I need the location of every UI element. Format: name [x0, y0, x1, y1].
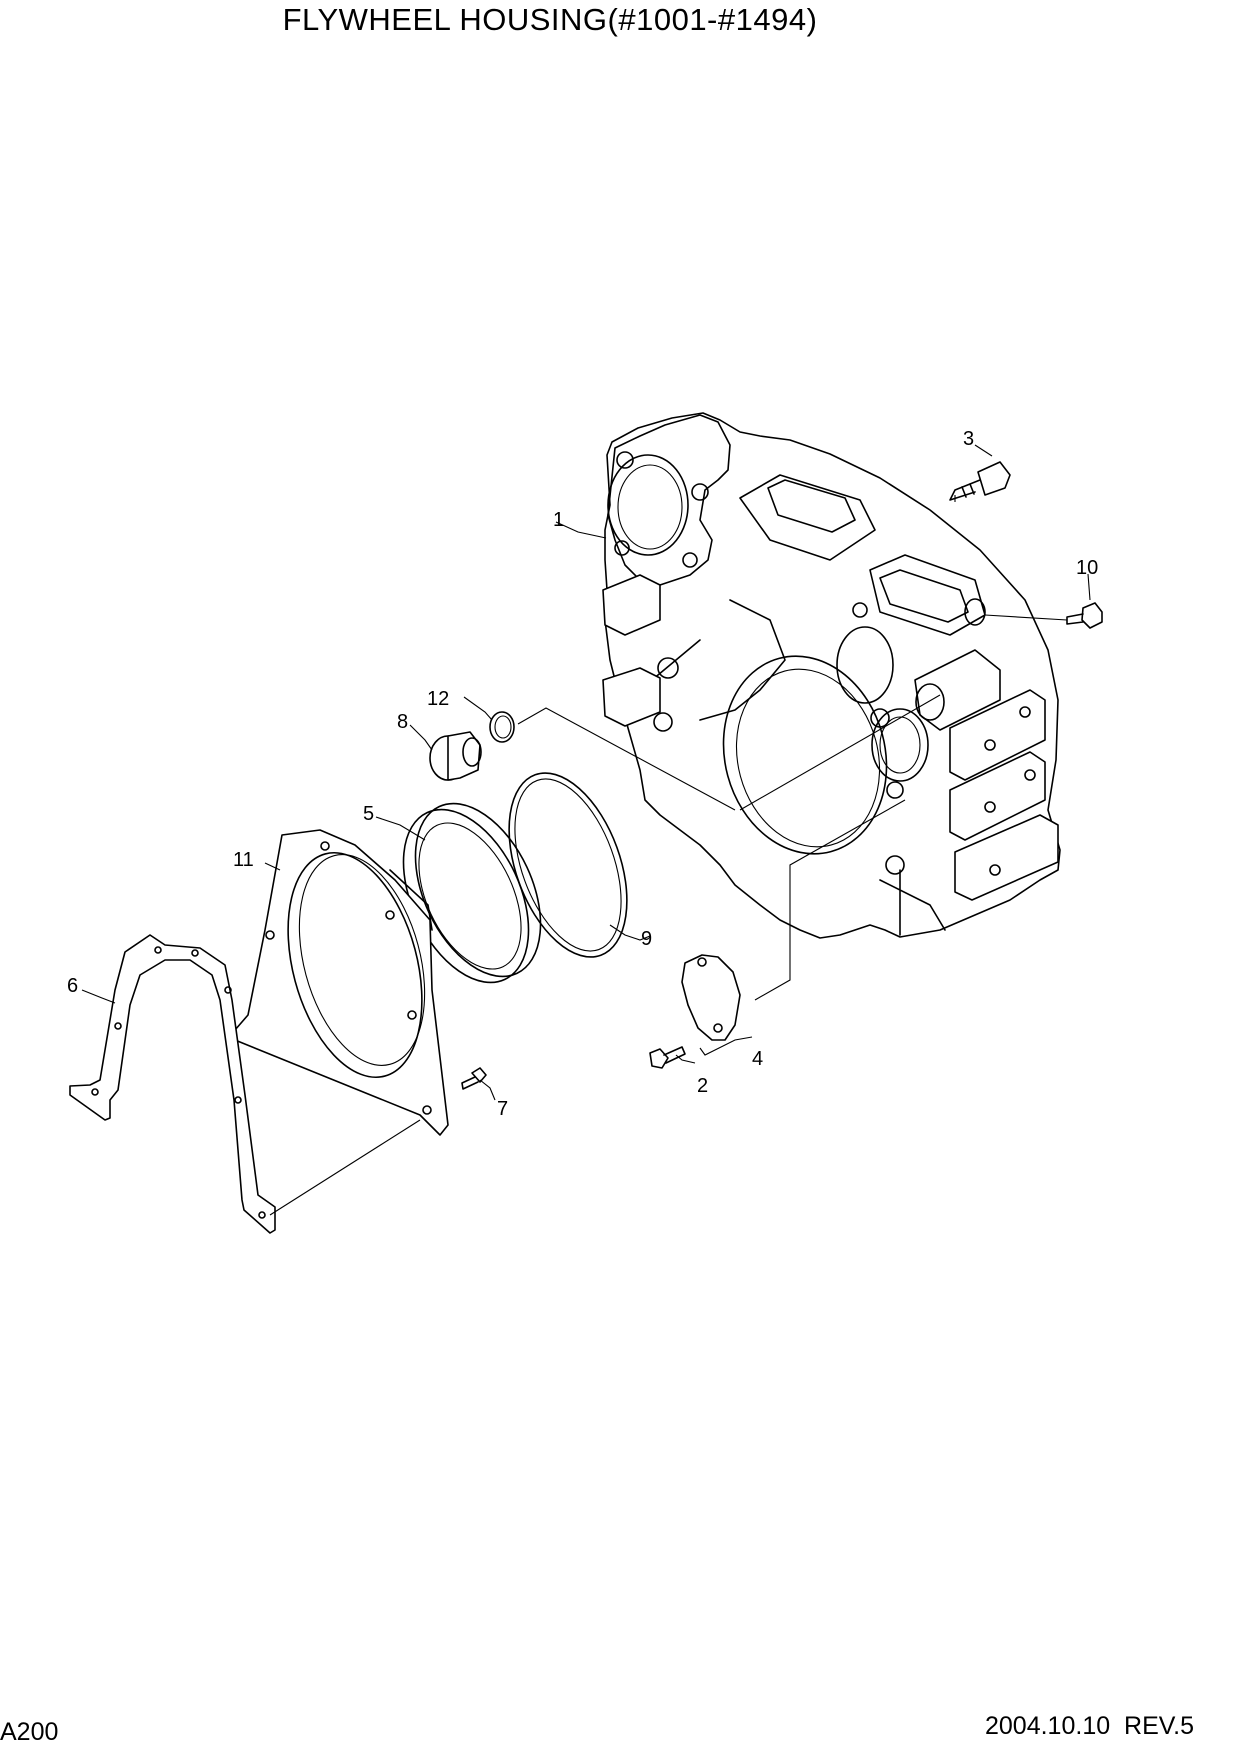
callout-2: 2	[697, 1075, 708, 1097]
flywheel-housing-part[interactable]	[602, 412, 1061, 939]
callout-10: 10	[1076, 557, 1098, 579]
cover-plate-part-4[interactable]	[681, 954, 741, 1041]
plug-cap-part-8[interactable]	[429, 731, 482, 781]
callout-1: 1	[553, 509, 564, 531]
gasket-part-6[interactable]	[69, 934, 276, 1234]
screw-part-7[interactable]	[461, 1067, 487, 1090]
o-ring-part-12[interactable]	[489, 711, 515, 743]
callout-9: 9	[641, 928, 652, 950]
seal-housing-part-11[interactable]	[234, 829, 449, 1136]
revision-stamp: 2004.10.10 REV.5	[985, 1712, 1194, 1740]
bolt-part-2[interactable]	[649, 1046, 686, 1069]
callout-3: 3	[963, 428, 974, 450]
callout-labels: 1 2 3 4 5 6 7 8 9 10 11 12	[67, 428, 1098, 1120]
screw-plug-part-10[interactable]	[1066, 602, 1103, 629]
callout-4: 4	[752, 1048, 763, 1070]
callout-5: 5	[363, 803, 374, 825]
callout-11: 11	[233, 849, 254, 871]
page-title: FLYWHEEL HOUSING(#1001-#1494)	[282, 2, 818, 37]
leader-lines	[81, 444, 1091, 1216]
callout-12: 12	[427, 688, 449, 710]
callout-6: 6	[67, 975, 78, 997]
page-code: A200	[0, 1718, 59, 1746]
callout-7: 7	[497, 1098, 508, 1120]
callout-8: 8	[397, 711, 408, 733]
flange-bolt-part-3[interactable]	[949, 461, 1011, 501]
